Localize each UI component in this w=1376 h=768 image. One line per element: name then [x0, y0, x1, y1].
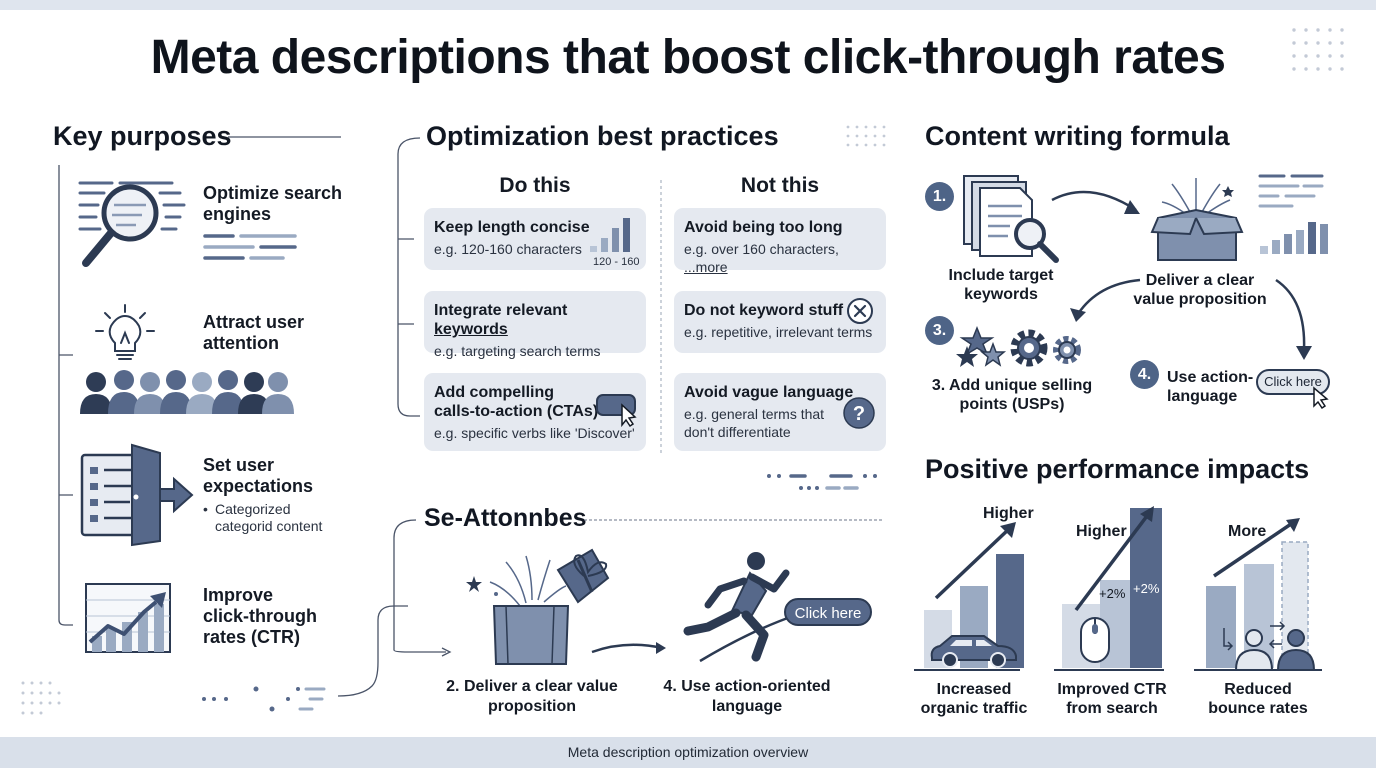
text-lines-decoration	[203, 234, 297, 260]
se-item-value-proposition: 2. Deliver a clear value proposition	[446, 678, 618, 715]
question-circle-icon: ?	[843, 397, 875, 429]
impacts-heading: Positive performance impacts	[925, 454, 1310, 484]
not-this-heading: Not this	[740, 174, 820, 197]
dots-trail-mid	[767, 474, 877, 490]
car-icon	[930, 635, 1017, 668]
not-card-keyword-stuff: Do not keyword stuff e.g. repetitive, ir…	[674, 291, 886, 353]
do-card-cta-title: Add compelling calls-to-action (CTAs)	[434, 384, 599, 420]
do-card-length: Keep length concise e.g. 120-160 charact…	[424, 208, 646, 270]
close-circle-icon	[847, 298, 873, 324]
dots-decoration-top-right	[1292, 28, 1344, 71]
purpose-improve-ctr-label: Improve click-through rates (CTR)	[203, 585, 318, 647]
formula-step-4-number: 4.	[1130, 360, 1159, 389]
keyword-document-icon	[963, 175, 1059, 263]
cta-button-cursor-icon	[596, 394, 637, 428]
purpose-set-expectations-label: Set user expectations	[203, 455, 314, 496]
impact-3-label: Reduced bounce rates	[1208, 681, 1308, 717]
do-card-cta-sub: e.g. specific verbs like 'Discover'	[434, 425, 635, 441]
not-card-vague: Avoid vague language e.g. general terms …	[674, 373, 886, 451]
impact-2-label: Improved CTR from search	[1057, 681, 1167, 717]
footer-caption: Meta description optimization overview	[0, 737, 1376, 768]
se-section-heading: Se-Attonnbes	[424, 504, 587, 532]
search-engine-icon	[78, 181, 186, 267]
impact-2-top: Higher	[1076, 523, 1127, 540]
ctr-chart-icon	[85, 583, 171, 653]
more-link[interactable]: ...more	[684, 259, 728, 275]
svg-text:?: ?	[853, 403, 865, 425]
key-purposes-heading: Key purposes	[53, 121, 232, 151]
purpose-attract-attention-label: Attract user attention	[203, 312, 305, 353]
formula-step-4-label: Use action-language	[1167, 369, 1254, 405]
formula-step-3-label: 3. Add unique selling points (USPs)	[931, 377, 1093, 413]
page-title: Meta descriptions that boost click-throu…	[150, 31, 1226, 84]
key-purposes-bracket	[58, 165, 73, 626]
purpose-optimize-search-label: Optimize search engines	[203, 183, 343, 224]
formula-step-1-number: 1.	[925, 182, 954, 211]
dots-decoration-mid	[846, 125, 886, 147]
formula-heading: Content writing formula	[925, 121, 1230, 151]
keywords-link[interactable]: keywords	[434, 321, 508, 338]
se-flow-arrow	[591, 642, 666, 654]
not-card-vague-sub: e.g. general terms that don't differenti…	[684, 406, 825, 440]
impact-2-value-b: +2%	[1133, 581, 1160, 596]
impact-2-value-a: +2%	[1099, 586, 1126, 601]
top-band	[0, 0, 1376, 10]
not-card-too-long-sub: e.g. over 160 characters, ...more	[684, 240, 876, 276]
formula-step-2-label: Deliver a clear value proposition	[1133, 272, 1267, 308]
se-item-action-language: 4. Use action-oriented language	[663, 678, 831, 715]
not-card-too-long-sub-pre: e.g. over 160 characters,	[684, 241, 839, 257]
impact-3-chart	[1194, 518, 1322, 671]
formula-arrow-3	[1275, 278, 1312, 360]
formula-mini-chart	[1258, 174, 1328, 254]
do-card-keywords: Integrate relevant keywords e.g. targeti…	[424, 291, 646, 359]
cursor-icon	[1313, 386, 1329, 410]
formula-arrow-2	[1070, 278, 1141, 322]
purpose-set-expectations-bullet-text: Categorized categorid content	[215, 501, 323, 534]
impact-1-label: Increased organic traffic	[920, 681, 1028, 717]
se-section-rule	[584, 519, 884, 521]
mouse-icon	[1080, 617, 1110, 663]
not-card-vague-title: Avoid vague language	[684, 384, 854, 401]
do-card-cta: Add compelling calls-to-action (CTAs) e.…	[424, 373, 646, 451]
se-section-connector	[337, 519, 452, 697]
gift-box-icon	[466, 548, 610, 665]
formula-step-1-label: Include target keywords	[948, 267, 1054, 303]
not-card-keyword-stuff-title: Do not keyword stuff	[684, 302, 844, 319]
best-practices-bracket	[397, 137, 421, 417]
do-card-length-title: Keep length concise	[434, 219, 590, 236]
not-card-too-long-title: Avoid being too long	[684, 219, 843, 236]
not-card-keyword-stuff-sub: e.g. repetitive, irrelevant terms	[684, 324, 873, 340]
do-card-keywords-title: Integrate relevant keywords	[434, 301, 636, 339]
best-practices-heading: Optimization best practices	[426, 121, 779, 151]
key-purposes-rule	[228, 136, 341, 138]
do-this-heading: Do this	[499, 174, 571, 197]
lightbulb-icon	[95, 304, 155, 360]
dots-trail-left	[202, 686, 326, 712]
do-card-length-sub: e.g. 120-160 characters	[434, 241, 582, 257]
do-not-divider	[660, 180, 662, 455]
not-card-too-long: Avoid being too long e.g. over 160 chara…	[674, 208, 886, 275]
do-card-keywords-title-pre: Integrate relevant	[434, 302, 568, 319]
running-person-icon	[683, 552, 801, 663]
users-bounce-icon	[1223, 621, 1316, 671]
purpose-set-expectations-bullet: •Categorized categorid content	[203, 501, 343, 535]
impact-1-top: Higher	[983, 505, 1034, 522]
dots-decoration-bottom-left	[21, 681, 61, 715]
formula-step-3-number: 3.	[925, 316, 954, 345]
length-bars-icon	[590, 218, 630, 252]
impact-3-top: More	[1228, 523, 1267, 540]
stars-gears-icon	[956, 325, 1081, 367]
length-badge: 120 - 160	[593, 256, 640, 268]
audience-icon	[80, 370, 294, 414]
expectations-icon	[80, 443, 194, 547]
do-card-keywords-sub: e.g. targeting search terms	[434, 343, 601, 359]
open-box-icon	[1150, 178, 1244, 261]
se-click-here-button[interactable]: Click here	[784, 598, 872, 626]
formula-arrow-1	[1051, 190, 1140, 214]
